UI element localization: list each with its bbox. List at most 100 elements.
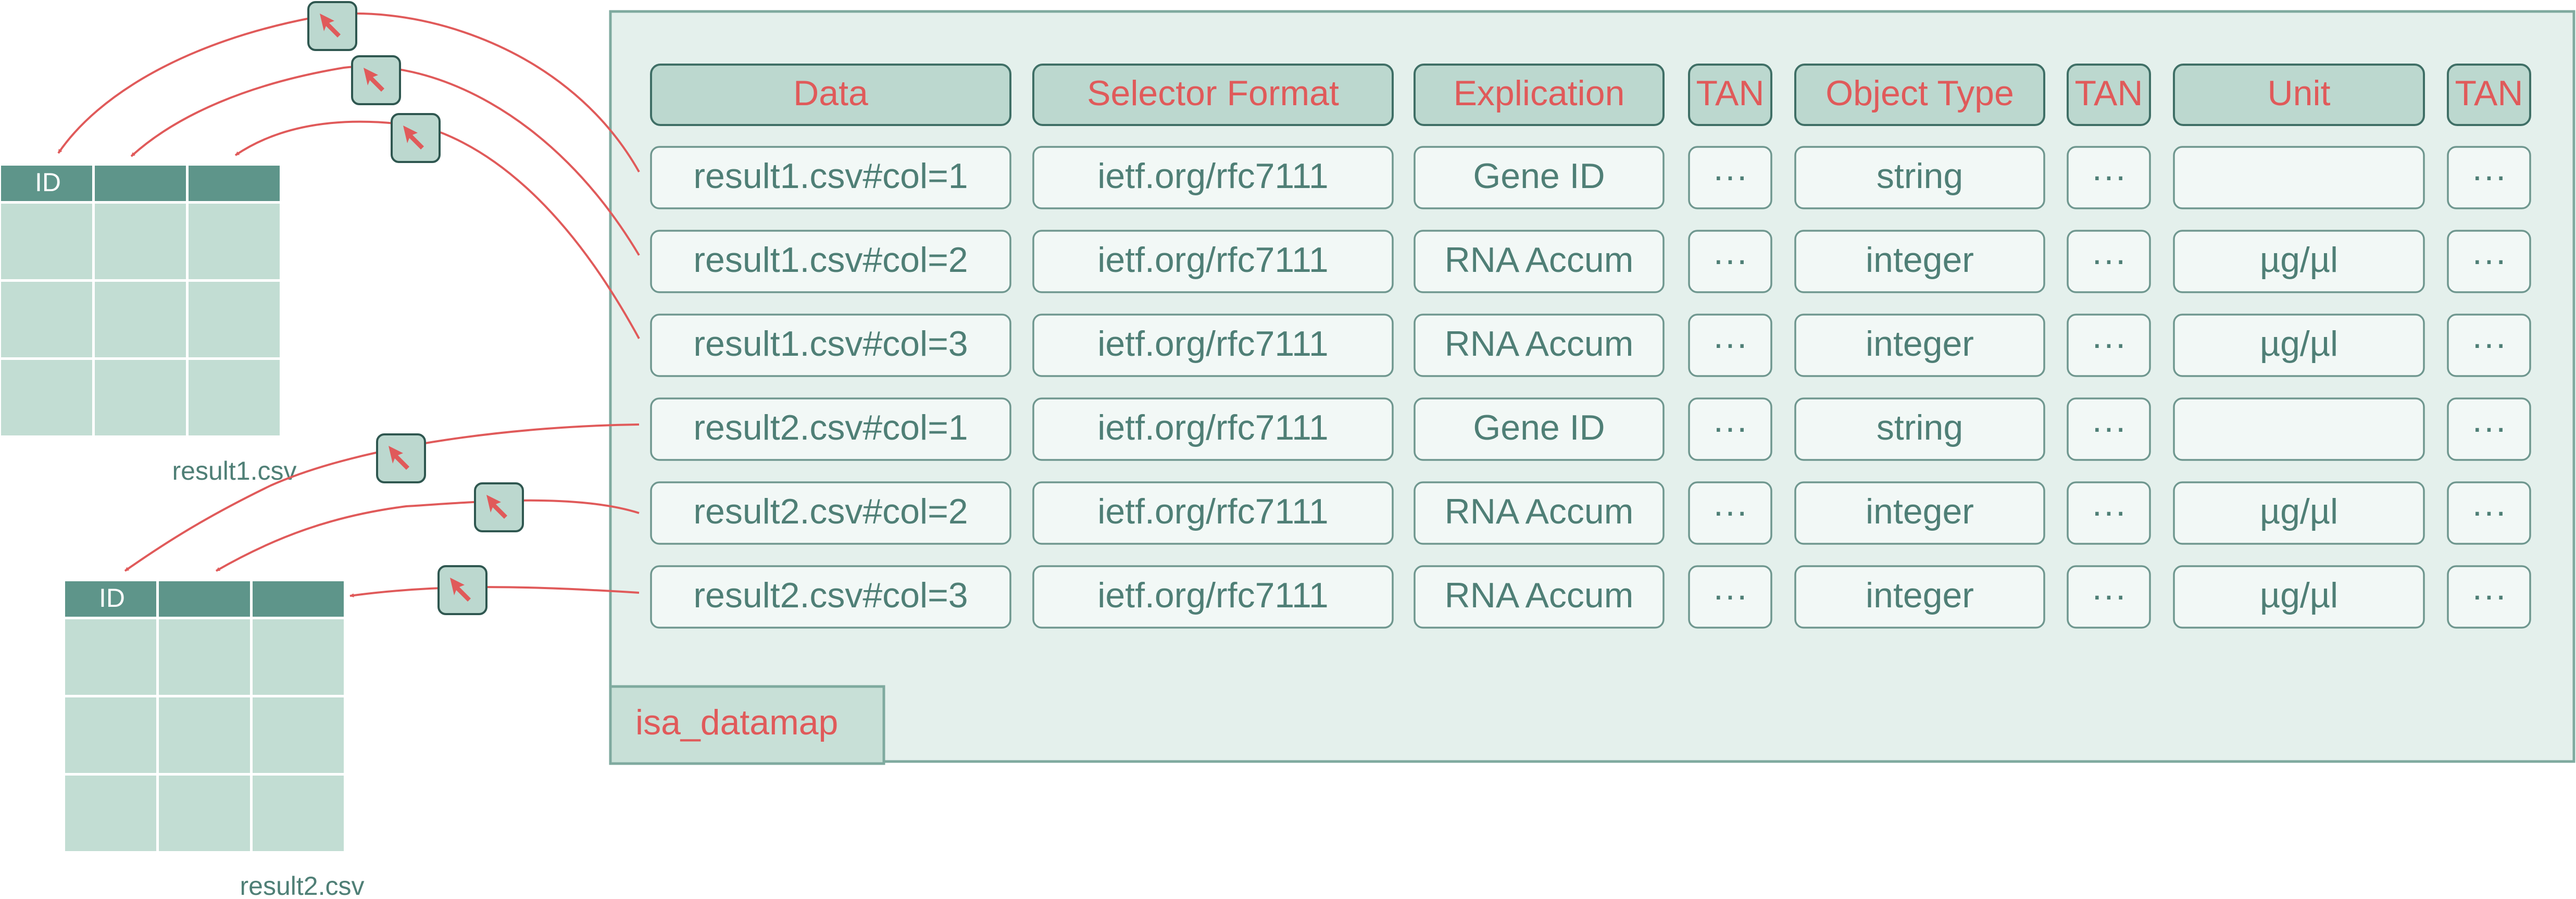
- table-cell[interactable]: [2173, 146, 2425, 209]
- table-cell[interactable]: ietf.org/rfc7111: [1032, 314, 1394, 377]
- table-cell[interactable]: ···: [2067, 565, 2151, 629]
- cursor-arrow-icon[interactable]: [391, 113, 441, 163]
- cell-value: ietf.org/rfc7111: [1097, 324, 1329, 364]
- cell-value: ···: [2091, 408, 2127, 447]
- table-cell[interactable]: ···: [2067, 314, 2151, 377]
- table-cell[interactable]: ···: [2447, 481, 2531, 545]
- cell-value: result1.csv#col=3: [693, 324, 968, 364]
- header-cell: Unit: [2173, 64, 2425, 126]
- cell-value: ···: [2471, 240, 2507, 280]
- table-cell[interactable]: result2.csv#col=2: [650, 481, 1011, 545]
- table-body-cell: [159, 619, 250, 695]
- table-cell[interactable]: RNA Accum: [1414, 314, 1665, 377]
- header-cell: Data: [650, 64, 1011, 126]
- table-cell[interactable]: ···: [2067, 481, 2151, 545]
- table-cell[interactable]: result1.csv#col=3: [650, 314, 1011, 377]
- table-cell[interactable]: µg/µl: [2173, 230, 2425, 293]
- table-cell[interactable]: ietf.org/rfc7111: [1032, 397, 1394, 461]
- cursor-arrow-icon[interactable]: [351, 55, 401, 105]
- cell-value: ietf.org/rfc7111: [1097, 156, 1329, 196]
- table-cell[interactable]: ···: [1688, 146, 1772, 209]
- table-cell[interactable]: [2173, 397, 2425, 461]
- cell-value: string: [1877, 408, 1963, 447]
- table-cell[interactable]: RNA Accum: [1414, 481, 1665, 545]
- table-cell[interactable]: Gene ID: [1414, 146, 1665, 209]
- cell-value: ietf.org/rfc7111: [1097, 492, 1329, 531]
- table-cell[interactable]: ···: [1688, 314, 1772, 377]
- table-cell[interactable]: µg/µl: [2173, 481, 2425, 545]
- table-result1: ID result1.csv: [1, 166, 296, 485]
- table-cell[interactable]: RNA Accum: [1414, 230, 1665, 293]
- table-body-cell: [253, 776, 344, 851]
- header-cell: Explication: [1414, 64, 1665, 126]
- table-cell[interactable]: string: [1794, 397, 2045, 461]
- table-cell[interactable]: ···: [2447, 314, 2531, 377]
- table-cell[interactable]: ···: [1688, 397, 1772, 461]
- cell-value: µg/µl: [2260, 576, 2338, 615]
- table-body-cell: [65, 776, 156, 851]
- cell-value: integer: [1866, 492, 1974, 531]
- cell-value: string: [1877, 156, 1963, 196]
- table-cell[interactable]: result1.csv#col=2: [650, 230, 1011, 293]
- table-cell[interactable]: ietf.org/rfc7111: [1032, 146, 1394, 209]
- cell-value: integer: [1866, 576, 1974, 615]
- cell-value: ···: [2471, 576, 2507, 615]
- header-cell: Object Type: [1794, 64, 2045, 126]
- isa-datamap-tab[interactable]: isa_datamap: [609, 685, 885, 765]
- isa-datamap-panel: Data Selector Format Explication TAN Object …: [609, 10, 2575, 765]
- cell-value: ···: [1712, 324, 1748, 364]
- table-cell[interactable]: RNA Accum: [1414, 565, 1665, 629]
- header-label: TAN: [2455, 73, 2523, 113]
- table-cell[interactable]: result2.csv#col=3: [650, 565, 1011, 629]
- table-cell[interactable]: integer: [1794, 565, 2045, 629]
- cell-value: result2.csv#col=2: [693, 492, 968, 531]
- cursor-arrow-icon[interactable]: [474, 482, 524, 532]
- table-cell[interactable]: ietf.org/rfc7111: [1032, 481, 1394, 545]
- header-label: Selector Format: [1087, 73, 1339, 113]
- table-cell[interactable]: integer: [1794, 230, 2045, 293]
- table-cell[interactable]: string: [1794, 146, 2045, 209]
- cell-value: ···: [2471, 156, 2507, 196]
- link-arrow: [124, 423, 640, 572]
- table-cell[interactable]: integer: [1794, 481, 2045, 545]
- cursor-arrow-icon[interactable]: [307, 1, 357, 51]
- table-cell[interactable]: ···: [2067, 397, 2151, 461]
- table-cell[interactable]: ···: [1688, 230, 1772, 293]
- cell-value: result2.csv#col=3: [693, 576, 968, 615]
- cell-value: Gene ID: [1473, 408, 1605, 447]
- header-label: TAN: [2075, 73, 2143, 113]
- table-cell[interactable]: ···: [1688, 481, 1772, 545]
- header-label: Object Type: [1825, 73, 2014, 113]
- table-cell[interactable]: ···: [2067, 230, 2151, 293]
- table-cell[interactable]: result1.csv#col=1: [650, 146, 1011, 209]
- cell-value: ···: [1712, 492, 1748, 531]
- table-cell[interactable]: ietf.org/rfc7111: [1032, 565, 1394, 629]
- cursor-arrow-icon[interactable]: [376, 433, 426, 483]
- table-cell[interactable]: ···: [1688, 565, 1772, 629]
- table-header-cell: [95, 166, 186, 201]
- table-cell[interactable]: ietf.org/rfc7111: [1032, 230, 1394, 293]
- cell-value: ietf.org/rfc7111: [1097, 240, 1329, 280]
- table-cell[interactable]: integer: [1794, 314, 2045, 377]
- cursor-arrow-icon[interactable]: [437, 565, 487, 615]
- cell-value: µg/µl: [2260, 492, 2338, 531]
- table-cell[interactable]: Gene ID: [1414, 397, 1665, 461]
- table-cell[interactable]: ···: [2447, 230, 2531, 293]
- table-cell[interactable]: ···: [2067, 146, 2151, 209]
- cell-value: integer: [1866, 240, 1974, 280]
- table-cell[interactable]: µg/µl: [2173, 314, 2425, 377]
- cell-value: ···: [2091, 492, 2127, 531]
- isa-datamap-label: isa_datamap: [635, 703, 838, 742]
- table-header-cell: [253, 581, 344, 617]
- table-cell[interactable]: µg/µl: [2173, 565, 2425, 629]
- cell-value: ···: [2091, 156, 2127, 196]
- table-cell[interactable]: ···: [2447, 397, 2531, 461]
- table-body-cell: [253, 697, 344, 773]
- table-body-cell: [159, 697, 250, 773]
- table-cell[interactable]: ···: [2447, 146, 2531, 209]
- header-label: TAN: [1696, 73, 1765, 113]
- table-row: result2.csv#col=3 ietf.org/rfc7111 RNA Acc…: [650, 565, 2531, 629]
- cell-value: result1.csv#col=2: [693, 240, 968, 280]
- table-cell[interactable]: result2.csv#col=1: [650, 397, 1011, 461]
- table-cell[interactable]: ···: [2447, 565, 2531, 629]
